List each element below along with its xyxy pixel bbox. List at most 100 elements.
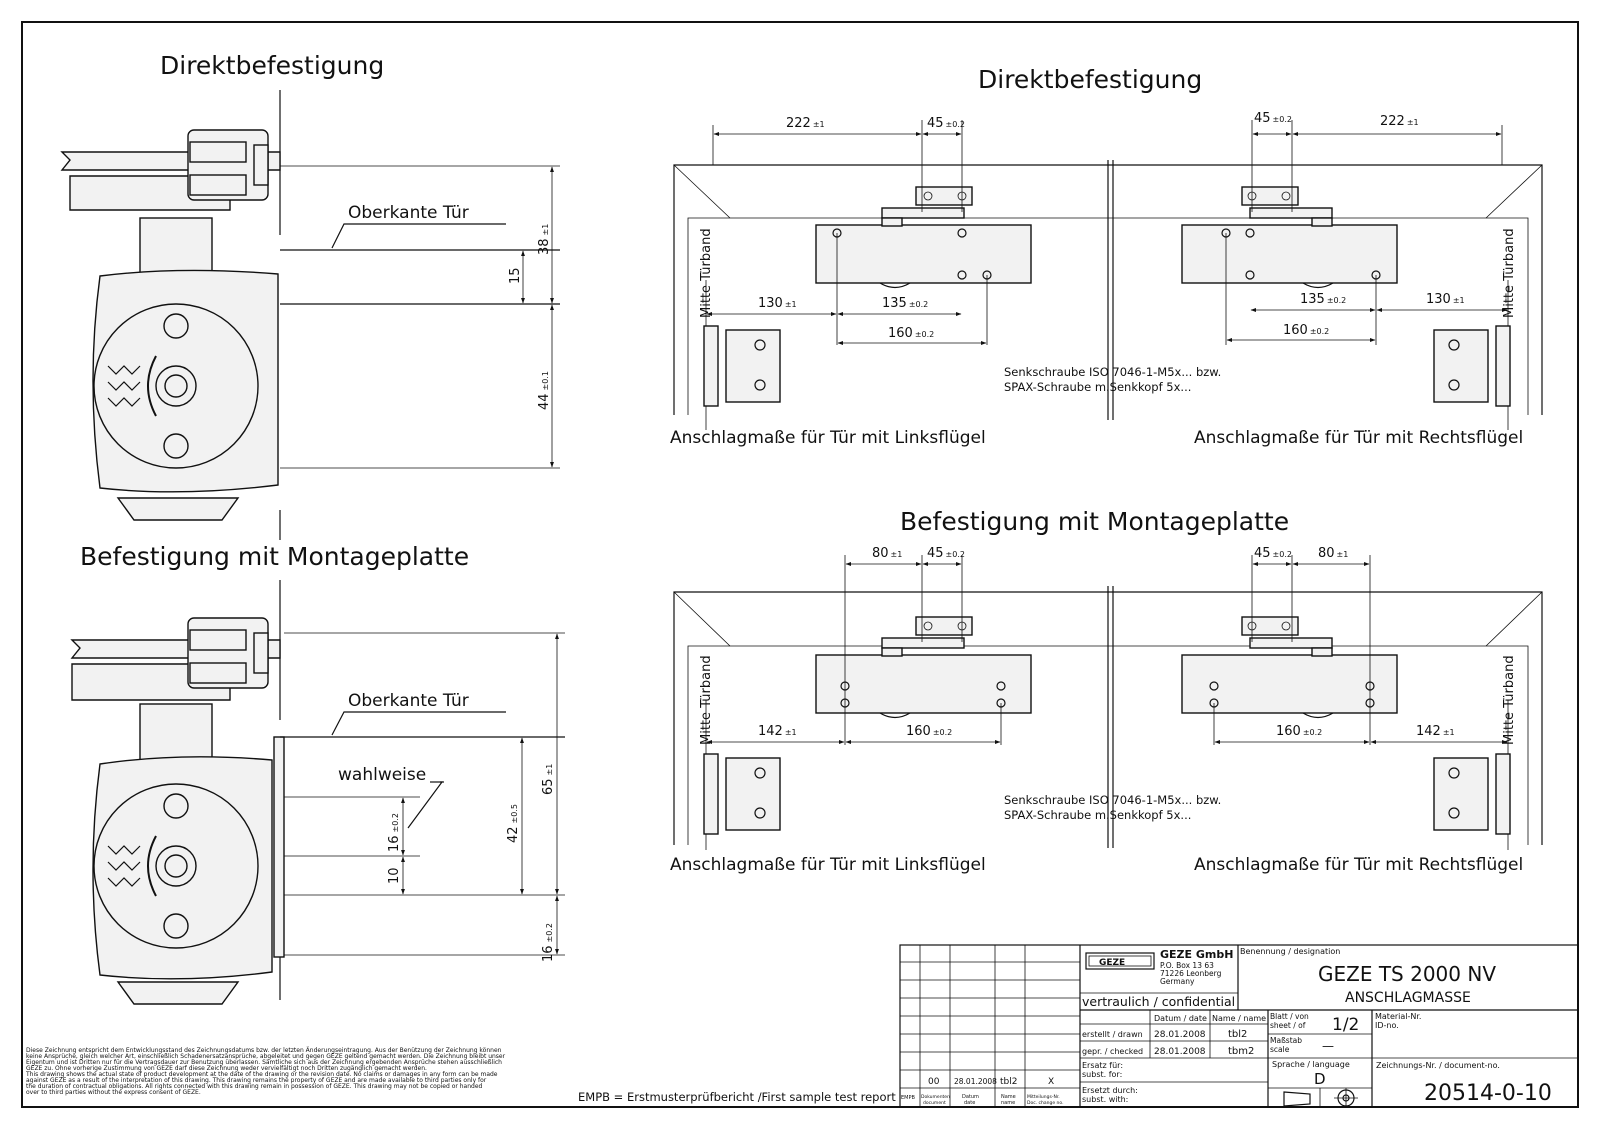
screw-note-bottom-1: Senkschraube ISO 7046-1-M5x... bzw.: [1004, 793, 1221, 807]
sheet-label-1: Blatt / von: [1270, 1012, 1309, 1021]
rev-header-date-2: date: [964, 1100, 975, 1106]
replaced-label-2: subst. with:: [1082, 1095, 1128, 1104]
left-side-view-bottom: [70, 580, 565, 1005]
caption-bottom-left: Anschlagmaße für Tür mit Linksflügel: [670, 855, 986, 875]
dim-42: 42±0.5: [506, 804, 521, 843]
logo: GEZE: [1099, 958, 1125, 968]
dim-top-right-160: 160±0.2: [1283, 323, 1329, 338]
label-optional: wahlweise: [338, 765, 426, 785]
hinge-label-top-left: Mitte Türband: [699, 228, 714, 318]
dim-top-right-130: 130±1: [1426, 292, 1465, 307]
caption-top-right: Anschlagmaße für Tür mit Rechtsflügel: [1194, 428, 1523, 448]
dim-top-left-135: 135±0.2: [882, 296, 928, 311]
address-3: Germany: [1160, 977, 1195, 986]
hinge-label-bottom-right: Mitte Türband: [1502, 655, 1517, 745]
rev-value-index: 00: [928, 1077, 940, 1087]
dim-top-left-160: 160±0.2: [888, 326, 934, 341]
caption-bottom-right: Anschlagmaße für Tür mit Rechtsflügel: [1194, 855, 1523, 875]
dim-10: 10: [387, 867, 402, 884]
label-top-edge-2: Oberkante Tür: [348, 691, 469, 711]
rev-value-name: tbl2: [1000, 1077, 1017, 1087]
rev-header-change-2: Doc. change no.: [1027, 1100, 1064, 1106]
svg-text:the duration of contractual ob: the duration of contractual obligations.…: [26, 1083, 483, 1090]
address-2: 71226 Leonberg: [1160, 969, 1222, 978]
caption-top-left: Anschlagmaße für Tür mit Linksflügel: [670, 428, 986, 448]
title-block: [899, 944, 1579, 1108]
language-label: Sprache / language: [1272, 1060, 1350, 1069]
dim-bottom-right-160: 160±0.2: [1276, 724, 1322, 739]
sheet-frame: [21, 21, 1579, 1108]
docno-value: 20514-0-10: [1424, 1081, 1552, 1106]
hinge-label-bottom-left: Mitte Türband: [699, 655, 714, 745]
rev-header-date-1: Datum: [962, 1094, 979, 1100]
drawn-date: 28.01.2008: [1154, 1030, 1206, 1040]
dim-top-right-45: 45±0.2: [1254, 111, 1292, 126]
left-title-bottom: Befestigung mit Montageplatte: [80, 542, 469, 571]
drawn-name: tbl2: [1228, 1029, 1247, 1040]
scale-value: —: [1322, 1039, 1334, 1053]
empb-note: EMPB = Erstmusterprüfbericht /First samp…: [578, 1090, 896, 1104]
rev-header-doc-2: document: [923, 1100, 946, 1106]
dim-top-right-135: 135±0.2: [1300, 292, 1346, 307]
dim-bottom-right-80: 80±1: [1318, 546, 1348, 561]
dim-bottom-right-142: 142±1: [1416, 724, 1455, 739]
docno-label: Zeichnungs-Nr. / document-no.: [1376, 1061, 1500, 1070]
product-name: GEZE TS 2000 NV: [1318, 962, 1496, 986]
svg-text:Eigentum und ist Dritten nur f: Eigentum und ist Dritten nur für die Ver…: [26, 1059, 502, 1066]
rev-header-change-1: Mitteilungs-Nr.: [1027, 1094, 1060, 1100]
dim-bottom-left-45: 45±0.2: [927, 546, 965, 561]
rev-header-doc-1: Dokumenten: [921, 1094, 950, 1100]
svg-text:keine Ansprüche, gleich welche: keine Ansprüche, gleich welcher Art, ein…: [26, 1053, 506, 1060]
right-title-bottom: Befestigung mit Montageplatte: [900, 507, 1289, 536]
replaced-label-1: Ersetzt durch:: [1082, 1086, 1138, 1095]
checked-date: 28.01.2008: [1154, 1047, 1206, 1057]
replaces-label-1: Ersatz für:: [1082, 1061, 1123, 1070]
svg-text:Diese Zeichnung entspricht dem: Diese Zeichnung entspricht dem Entwicklu…: [26, 1047, 502, 1054]
dim-top-right-222: 222±1: [1380, 114, 1419, 129]
scale-label-2: scale: [1270, 1045, 1290, 1054]
dim-65: 65±1: [541, 764, 556, 795]
checked-name: tbm2: [1228, 1046, 1254, 1057]
dim-bottom-left-160: 160±0.2: [906, 724, 952, 739]
dim-bottom-left-142: 142±1: [758, 724, 797, 739]
dim-top-left-222: 222±1: [786, 116, 825, 131]
dim-bottom-right-45: 45±0.2: [1254, 546, 1292, 561]
hinge-label-top-right: Mitte Türband: [1502, 228, 1517, 318]
left-side-view-top: [60, 90, 560, 540]
svg-text:against GEZE as a result of th: against GEZE as a result of the interpre…: [26, 1077, 487, 1084]
dim-44: 44±0.1: [537, 371, 552, 410]
rev-value-date: 28.01.2008: [954, 1077, 997, 1086]
address-1: P.O. Box 13 63: [1160, 961, 1214, 970]
scale-label-1: Maßstab: [1270, 1036, 1302, 1045]
rev-value-change: X: [1048, 1077, 1054, 1087]
rev-header-name-2: name: [1001, 1100, 1015, 1106]
left-title-top: Direktbefestigung: [160, 51, 384, 80]
rev-header-empb: EMPB: [901, 1095, 915, 1101]
rev-header-name-1: Name: [1001, 1094, 1016, 1100]
screw-note-bottom-2: SPAX-Schraube m.Senkkopf 5x...: [1004, 808, 1191, 822]
checked-label: gepr. / checked: [1082, 1047, 1143, 1056]
dim-15: 15: [508, 267, 523, 284]
name-label: Name / name: [1212, 1014, 1266, 1023]
dim-top-left-45: 45±0.2: [927, 116, 965, 131]
svg-text:This drawing shows the actual: This drawing shows the actual state of p…: [25, 1071, 498, 1078]
right-title-top: Direktbefestigung: [978, 65, 1202, 94]
replaces-label-2: subst. for:: [1082, 1070, 1122, 1079]
designation-label: Benennung / designation: [1240, 947, 1340, 956]
dim-top-left-130: 130±1: [758, 296, 797, 311]
dim-bottom-left-80: 80±1: [872, 546, 902, 561]
dim-16-lower: 16±0.2: [541, 923, 556, 962]
drawn-label: erstellt / drawn: [1082, 1030, 1143, 1039]
sheet-value: 1/2: [1332, 1015, 1359, 1035]
disclaimer: Diese Zeichnung entspricht dem Entwicklu…: [25, 1047, 506, 1096]
product-subtitle: ANSCHLAGMASSE: [1345, 990, 1471, 1006]
dim-38: 38±1: [537, 224, 552, 255]
confidential: vertraulich / confidential: [1082, 994, 1235, 1009]
svg-text:GEZE zu. Ohne vorherige Zustim: GEZE zu. Ohne vorherige Zustimmung von G…: [26, 1065, 427, 1072]
frame-elevation-bottom: [673, 555, 1543, 850]
dim-16-upper: 16±0.2: [387, 813, 402, 852]
label-top-edge-1: Oberkante Tür: [348, 203, 469, 223]
svg-text:over to third parties without: over to third parties without the expres…: [26, 1089, 201, 1096]
sheet-label-2: sheet / of: [1270, 1021, 1306, 1030]
